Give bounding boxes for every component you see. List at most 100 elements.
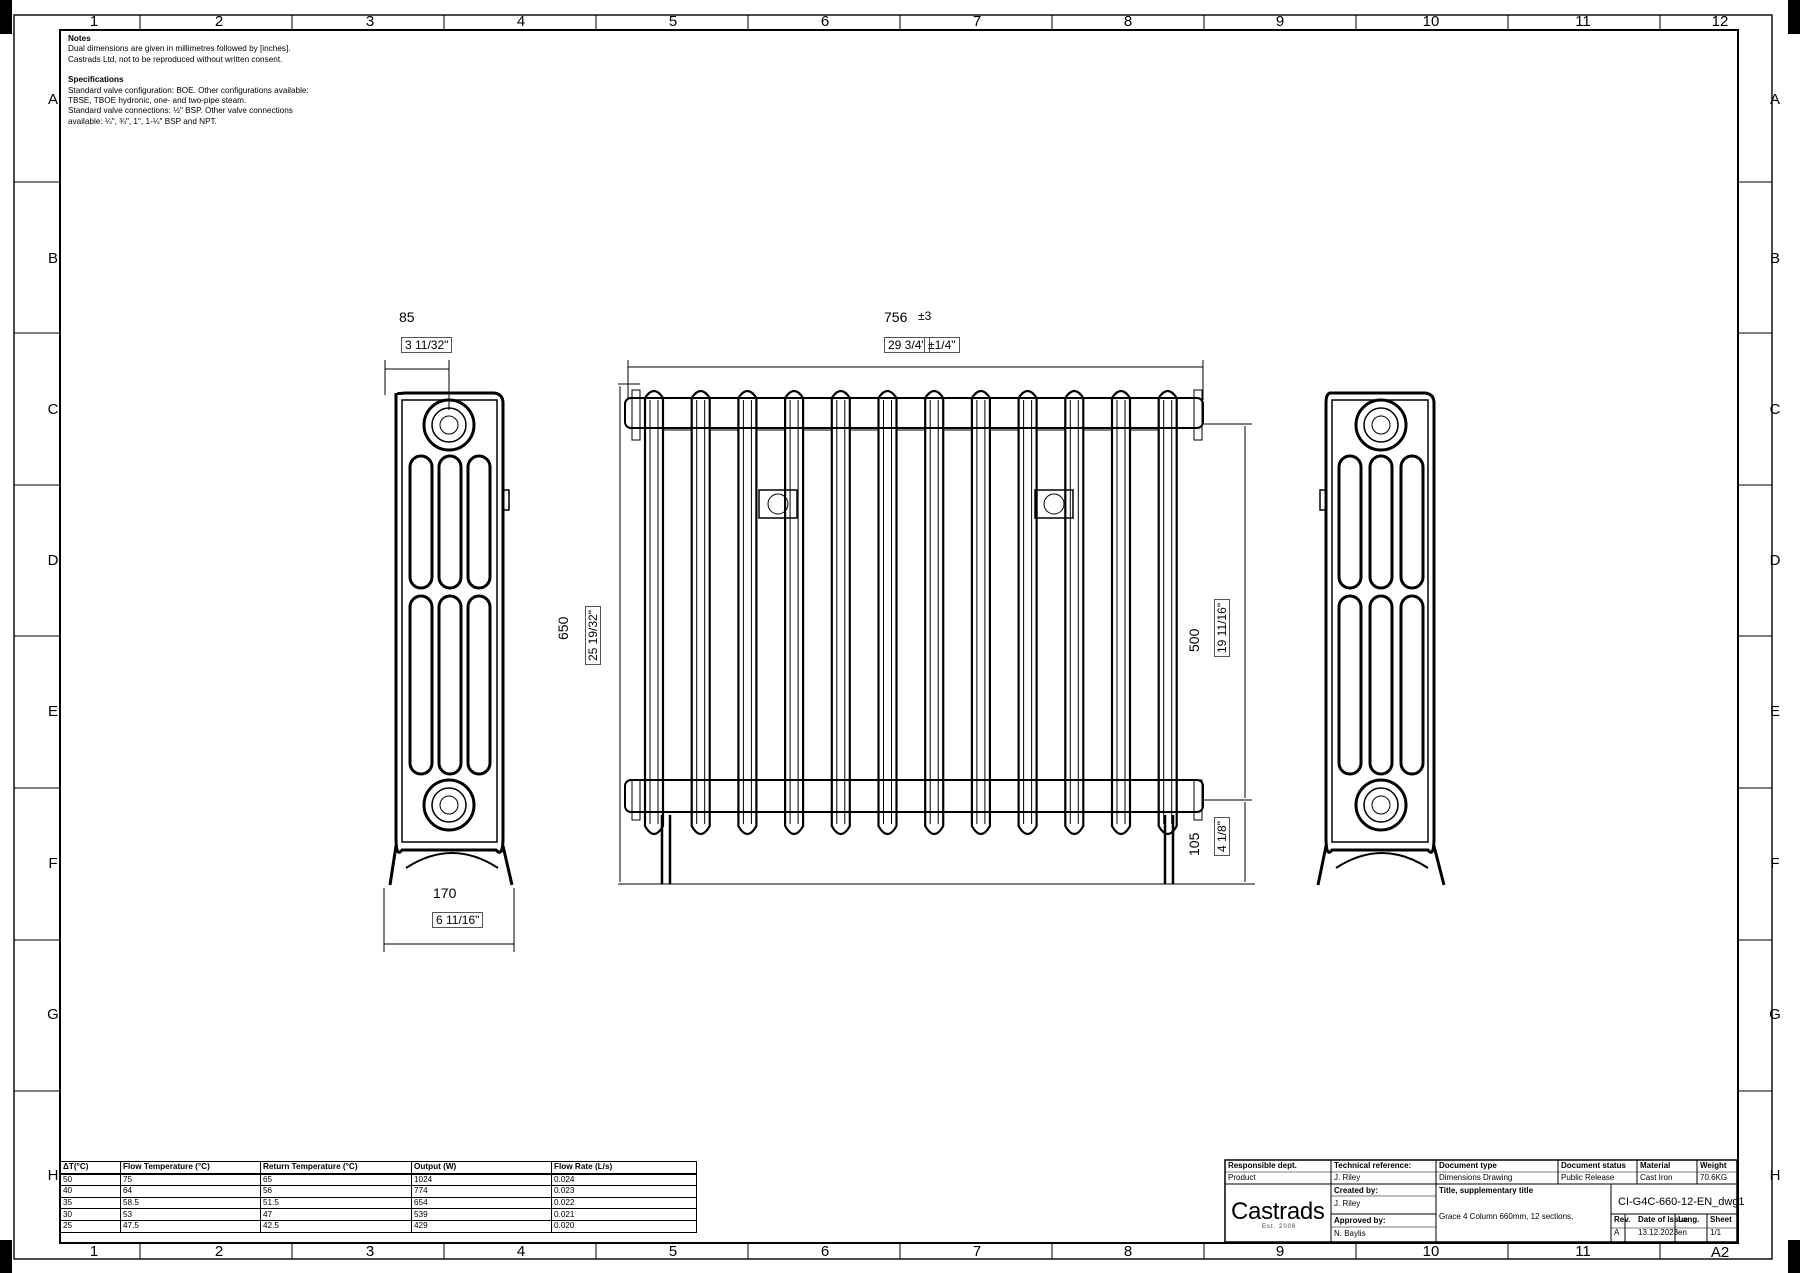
- centres-in: 19 11/16": [1214, 598, 1230, 657]
- grid-row-h: H: [47, 1167, 59, 1184]
- table-cell: 42.5: [260, 1219, 412, 1233]
- grid-column-12: 12: [1711, 13, 1729, 30]
- table-cell: 539: [411, 1208, 552, 1221]
- side-depth-in: 3 11/32": [401, 337, 453, 353]
- grid-row-a: A: [1769, 91, 1780, 108]
- grid-row-c: C: [1769, 401, 1781, 418]
- table-cell: 0.020: [551, 1219, 697, 1233]
- grid-row-f: F: [1770, 855, 1780, 872]
- weight-label: Weight: [1700, 1161, 1727, 1170]
- table-cell: 429: [411, 1219, 552, 1233]
- title-label: Title, supplementary title: [1439, 1186, 1534, 1195]
- grid-column-5: 5: [668, 1243, 678, 1260]
- table-cell: 50: [60, 1173, 121, 1187]
- grid-column-7: 7: [972, 13, 982, 30]
- date-of-issue: 13.12.2023: [1638, 1228, 1679, 1237]
- table-cell: 25: [60, 1219, 121, 1233]
- table-header: Return Temperature (°C): [260, 1160, 412, 1175]
- grid-column-8: 8: [1123, 13, 1133, 30]
- grid-row-a: A: [47, 91, 58, 108]
- table-cell: 58.5: [120, 1196, 261, 1210]
- table-cell: 40: [60, 1185, 121, 1198]
- notes-heading: Notes: [68, 34, 91, 43]
- technical-reference: J. Riley: [1334, 1173, 1361, 1182]
- title-block-cell: Sheet 1/1: [1710, 1215, 1732, 1238]
- grid-column-2: 2: [214, 1243, 224, 1260]
- document-status: Public Release: [1561, 1173, 1615, 1182]
- grid-column-3: 3: [365, 1243, 375, 1260]
- grid-column-10: 10: [1422, 13, 1440, 30]
- title-block-cell: Document type Dimensions Drawing: [1439, 1161, 1512, 1183]
- spec-line: Standard valve configuration: BOE. Other…: [68, 85, 309, 95]
- grid-column-1: 1: [89, 13, 99, 30]
- height-mm: 650: [555, 616, 571, 640]
- document-number: CI-G4C-660-12-EN_dwg1: [1618, 1196, 1745, 1208]
- grid-column-3: 3: [365, 13, 375, 30]
- grid-column-1: 1: [89, 1243, 99, 1260]
- document-type: Dimensions Drawing: [1439, 1173, 1513, 1182]
- created-by: J. Riley: [1334, 1199, 1361, 1208]
- grid-row-b: B: [47, 250, 58, 267]
- side-view-right: [1316, 391, 1446, 886]
- spec-line: Standard valve connections: ½" BSP. Othe…: [68, 106, 293, 116]
- width-tolerance-in: ±1/4": [924, 337, 960, 353]
- table-row: 50 75 65 1024 0.024: [60, 1173, 697, 1187]
- table-row: 25 47.5 42.5 429 0.020: [60, 1219, 697, 1233]
- title-block-cell: Title, supplementary title Grace 4 Colum…: [1439, 1186, 1573, 1222]
- foot-width-mm: 170: [433, 885, 457, 901]
- title-block-cell: Lang. en: [1678, 1215, 1699, 1238]
- title-block-cell: Created by: J. Riley: [1334, 1186, 1378, 1209]
- table-cell: 75: [120, 1173, 261, 1187]
- grid-column-11: 11: [1575, 13, 1591, 30]
- side-view-left: [388, 391, 514, 886]
- grid-column-11: 11: [1575, 1243, 1591, 1260]
- title-block-cell: Technical reference: J. Riley: [1334, 1161, 1411, 1183]
- table-cell: 0.024: [551, 1173, 697, 1187]
- title-block-cell: Date of Issue 13.12.2023: [1638, 1215, 1688, 1238]
- notes-line: Dual dimensions are given in millimetres…: [68, 44, 291, 54]
- width-mm: 756: [884, 309, 908, 325]
- rev: A: [1614, 1228, 1620, 1237]
- table-cell: 0.023: [551, 1185, 697, 1198]
- created-by-label: Created by:: [1334, 1186, 1379, 1195]
- grid-column-6: 6: [820, 1243, 830, 1260]
- approved-by: N. Baylis: [1334, 1229, 1366, 1238]
- table-cell: 47: [260, 1208, 412, 1221]
- drawing-title: Grace 4 Column 660mm, 12 sections,: [1439, 1212, 1574, 1221]
- date-label: Date of Issue: [1638, 1215, 1688, 1224]
- table-row: 30 53 47 539 0.021: [60, 1208, 697, 1221]
- material-label: Material: [1640, 1161, 1671, 1170]
- table-cell: 65: [260, 1173, 412, 1187]
- material: Cast Iron: [1640, 1173, 1673, 1182]
- grid-row-g: G: [1769, 1006, 1781, 1023]
- grid-row-h: H: [1769, 1167, 1781, 1184]
- width-tolerance: ±3: [918, 309, 932, 323]
- height-in: 25 19/32": [585, 606, 601, 665]
- grid-row-c: C: [47, 401, 59, 418]
- title-block-cell: Document status Public Release: [1561, 1161, 1626, 1183]
- lang-label: Lang.: [1678, 1215, 1700, 1224]
- table-header: Output (W): [411, 1160, 552, 1175]
- grid-row-b: B: [1769, 250, 1780, 267]
- performance-table: ΔT(°C) Flow Temperature (°C) Return Temp…: [60, 1160, 697, 1233]
- spec-line: available: ¼", ¾", 1", 1-¼" BSP and NPT.: [68, 116, 217, 126]
- leg-height-in: 4 1/8": [1214, 817, 1230, 856]
- grid-column-10: 10: [1422, 1243, 1440, 1260]
- table-row: 40 64 56 774 0.023: [60, 1185, 697, 1198]
- grid-column-2: 2: [214, 13, 224, 30]
- document-type-label: Document type: [1439, 1161, 1497, 1170]
- weight: 70.6KG: [1700, 1173, 1728, 1182]
- grid-column-4: 4: [516, 1243, 526, 1260]
- table-row: 35 58.5 51.5 654 0.022: [60, 1196, 697, 1210]
- lang: en: [1678, 1228, 1687, 1237]
- front-view: [624, 389, 1204, 884]
- grid-column-9: 9: [1275, 1243, 1285, 1260]
- technical-reference-label: Technical reference:: [1334, 1161, 1412, 1170]
- paper-size: A2: [1710, 1244, 1730, 1261]
- logo-established: Est. 2006: [1262, 1224, 1297, 1230]
- notes-line: Castrads Ltd, not to be reproduced witho…: [68, 54, 283, 64]
- grid-row-e: E: [47, 703, 58, 720]
- table-cell: 56: [260, 1185, 412, 1198]
- title-block-cell: Approved by: N. Baylis: [1334, 1216, 1386, 1239]
